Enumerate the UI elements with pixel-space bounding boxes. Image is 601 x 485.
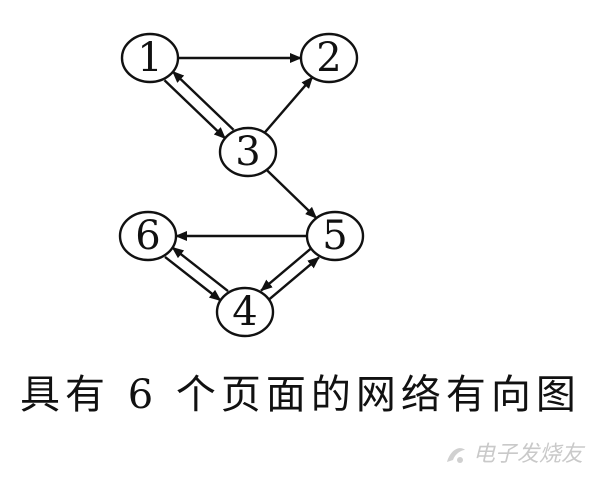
- node-5-ellipse: [305, 210, 365, 262]
- edge-5-to-4: [260, 247, 312, 292]
- node-5-label: 5: [322, 213, 347, 259]
- node-1-label: 1: [137, 35, 162, 81]
- node-4: 4: [215, 286, 275, 338]
- logo-swirl-icon: [446, 448, 465, 463]
- edge-3-to-1: [171, 70, 235, 131]
- edge-1-to-3: [163, 79, 227, 140]
- figure-caption: 具有 6 个页面的网络有向图: [20, 372, 581, 418]
- node-4-label: 4: [232, 289, 257, 335]
- node-2-ellipse: [299, 32, 359, 84]
- edge-4-to-6: [171, 246, 229, 293]
- node-4-ellipse: [215, 286, 275, 338]
- edge-3-to-2: [263, 76, 314, 134]
- node-1-ellipse: [120, 32, 180, 84]
- node-6: 6: [118, 210, 178, 262]
- node-2: 2: [299, 32, 359, 84]
- edge-6-to-4: [164, 255, 222, 302]
- watermark: 电子发烧友: [443, 436, 583, 468]
- nodes: 1 2 3 4 5 6: [118, 32, 365, 338]
- node-3-label: 3: [235, 129, 260, 175]
- node-3-ellipse: [218, 126, 278, 178]
- node-2-label: 2: [316, 35, 341, 81]
- edges: [163, 53, 320, 302]
- node-6-ellipse: [118, 210, 178, 262]
- node-5: 5: [305, 210, 365, 262]
- edge-3-to-5: [265, 169, 318, 219]
- watermark-text: 电子发烧友: [472, 442, 583, 467]
- node-3: 3: [218, 126, 278, 178]
- node-6-label: 6: [135, 213, 160, 259]
- node-1: 1: [120, 32, 180, 84]
- edge-4-to-5: [268, 256, 320, 301]
